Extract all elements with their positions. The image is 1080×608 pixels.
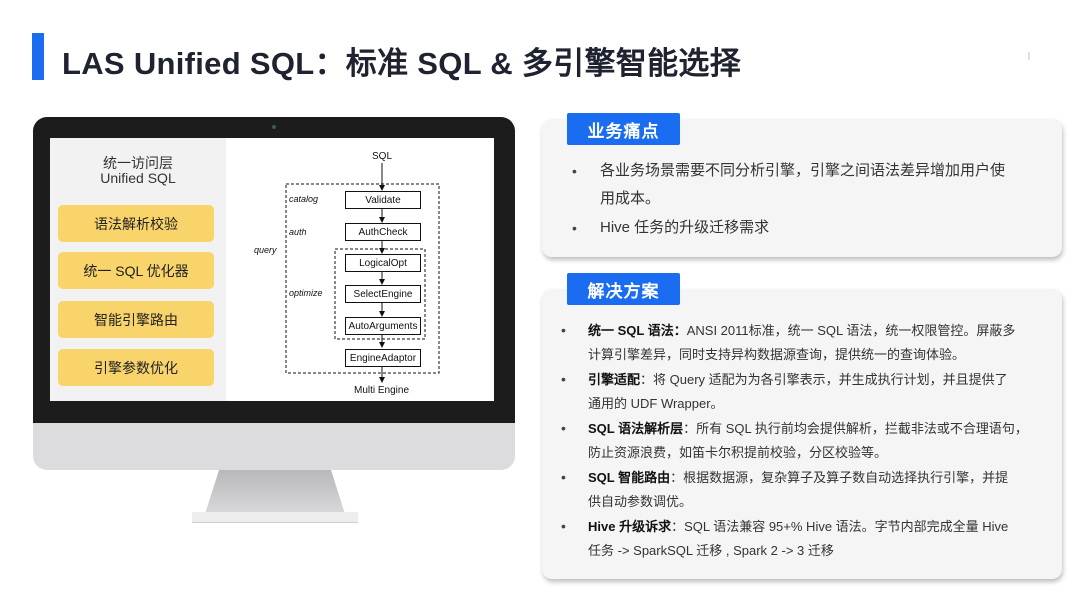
page-title: LAS Unified SQL：标准 SQL & 多引擎智能选择 [62,46,741,81]
bullet: • [561,420,566,436]
sql-optimizer-button[interactable]: 统一 SQL 优化器 [58,252,214,289]
bullet: • [561,518,566,534]
solution-item-1-cont: 计算引擎差异，同时支持异构数据源查询，提供统一的查询体验。 [588,347,966,362]
access-layer-title-en: Unified SQL [100,170,176,186]
solution-item-2-cont: 通用的 UDF Wrapper。 [588,396,724,411]
bullet: • [572,220,577,236]
monitor-stand [205,470,345,514]
selectengine-box: SelectEngine [345,285,421,303]
solution-item-2: 引擎适配：将 Query 适配为为各引擎表示，并生成执行计划，并且提供了 [588,372,1008,387]
access-layer-title-cn: 统一访问层 [103,155,173,171]
solution-item-4: SQL 智能路由：根据数据源，复杂算子及算子数自动选择执行引擎，并提 [588,470,1009,485]
solution-item-1: 统一 SQL 语法：ANSI 2011标准，统一 SQL 语法，统一权限管控。屏… [588,323,1016,338]
diagram-lines [285,163,440,383]
camera-dot [272,125,276,129]
pain-point-1-line1: 各业务场景需要不同分析引擎，引擎之间语法差异增加用户使 [600,162,1006,179]
solution-item-3-cont: 防止资源浪费，如笛卡尔积提前校验，分区校验等。 [588,445,888,460]
diagram-query-label: query [254,245,277,255]
validate-box: Validate [345,191,421,209]
logicalopt-box: LogicalOpt [345,254,421,272]
autoarguments-box: AutoArguments [345,317,421,335]
diagram-catalog-label: catalog [289,194,319,204]
bullet: • [561,322,566,338]
corner-mark [1028,52,1030,60]
pain-points-badge: 业务痛点 [567,113,680,145]
bullet: • [561,371,566,387]
diagram-multi-engine-label: Multi Engine [354,385,410,396]
bullet: • [561,469,566,485]
engine-routing-button[interactable]: 智能引擎路由 [58,301,214,338]
query-dashed-box [285,183,440,374]
solution-item-3: SQL 语法解析层：所有 SQL 执行前均会提供解析，拦截非法或不合理语句， [588,421,1028,436]
solution-card [542,289,1062,579]
solution-item-4-cont: 供自动参数调优。 [588,494,693,509]
diagram-auth-label: auth [289,227,307,237]
engine-params-button[interactable]: 引擎参数优化 [58,349,214,386]
solution-badge: 解决方案 [567,273,680,305]
authcheck-box: AuthCheck [345,223,421,241]
title-accent-bar [32,33,44,80]
bullet: • [572,163,577,179]
engineadaptor-box: EngineAdaptor [345,349,421,367]
monitor-chin [33,423,515,470]
architecture-diagram: SQL catalog auth query optimize Validate… [228,138,494,401]
solution-item-5: Hive 升级诉求：SQL 语法兼容 95+% Hive 语法。字节内部完成全量… [588,519,1009,534]
syntax-check-button[interactable]: 语法解析校验 [58,205,214,242]
diagram-optimize-label: optimize [289,288,323,298]
solution-item-5-cont: 任务 -> SparkSQL 迁移 , Spark 2 -> 3 迁移 [588,543,834,558]
monitor-base [192,512,358,523]
diagram-sql-label: SQL [372,151,393,162]
pain-point-1-line2: 用成本。 [600,190,661,207]
pain-point-2: Hive 任务的升级迁移需求 [600,219,770,236]
